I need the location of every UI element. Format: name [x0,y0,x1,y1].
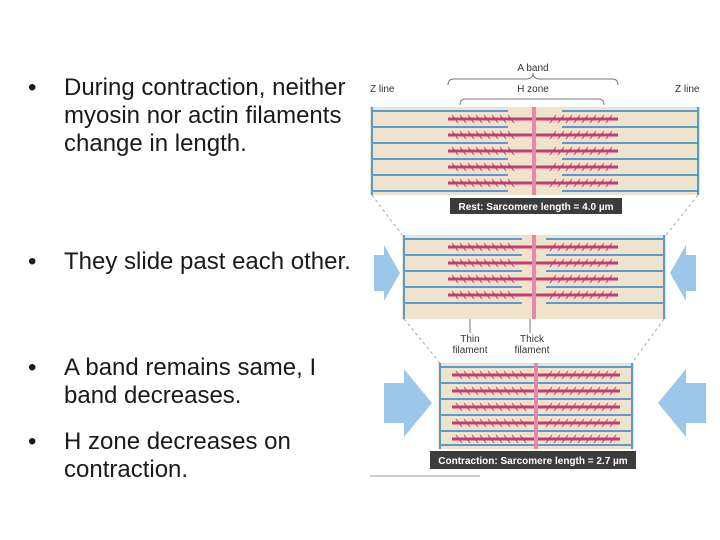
h-zone-bracket [459,98,605,106]
contracted-sarcomere [438,363,634,449]
mid-m-line [532,235,536,319]
rest-sarcomere [370,107,700,195]
rest-caption-box [450,198,622,214]
sarcomere-diagram: A band H zone Z line Z line [370,63,706,477]
z-line-left-label: Z line [370,84,395,95]
contracted-myosin-heads [455,370,617,444]
rest-m-line [532,107,536,195]
bullet-text: A band remains same, I band decreases. [64,354,317,409]
arrow-right-icon [374,245,400,301]
a-band-bracket [447,72,619,86]
h-zone-label: H zone [517,84,549,95]
bullet-dot: • [28,248,37,275]
bullet-dot: • [28,74,37,101]
contraction-caption-box [430,451,636,469]
bullet-dot: • [28,428,37,455]
contracted-m-line [534,363,538,449]
arrow-right-icon [384,369,432,437]
arrow-left-icon [670,245,696,301]
a-band-label: A band [517,63,548,74]
bullet-dot: • [28,354,37,381]
mid-sarcomere [402,235,666,319]
mid-myosin-heads [451,242,613,300]
rest-actin-filaments [372,110,698,192]
z-line-right-label: Z line [675,84,700,95]
bullet-text: They slide past each other. [64,248,351,275]
contracted-actin-filaments [440,366,632,446]
connector-lines-upper [371,194,699,236]
mid-actin-filaments [404,238,664,304]
rest-myosin-heads [451,114,613,188]
rest-caption: Rest: Sarcomere length = 4.0 µm [459,202,614,213]
contraction-caption: Contraction: Sarcomere length = 2.7 µm [438,456,628,467]
bullet-text: During contraction, neither myosin nor a… [64,74,346,157]
arrow-left-icon [658,369,706,437]
bullet-text: H zone decreases on contraction. [64,428,291,483]
